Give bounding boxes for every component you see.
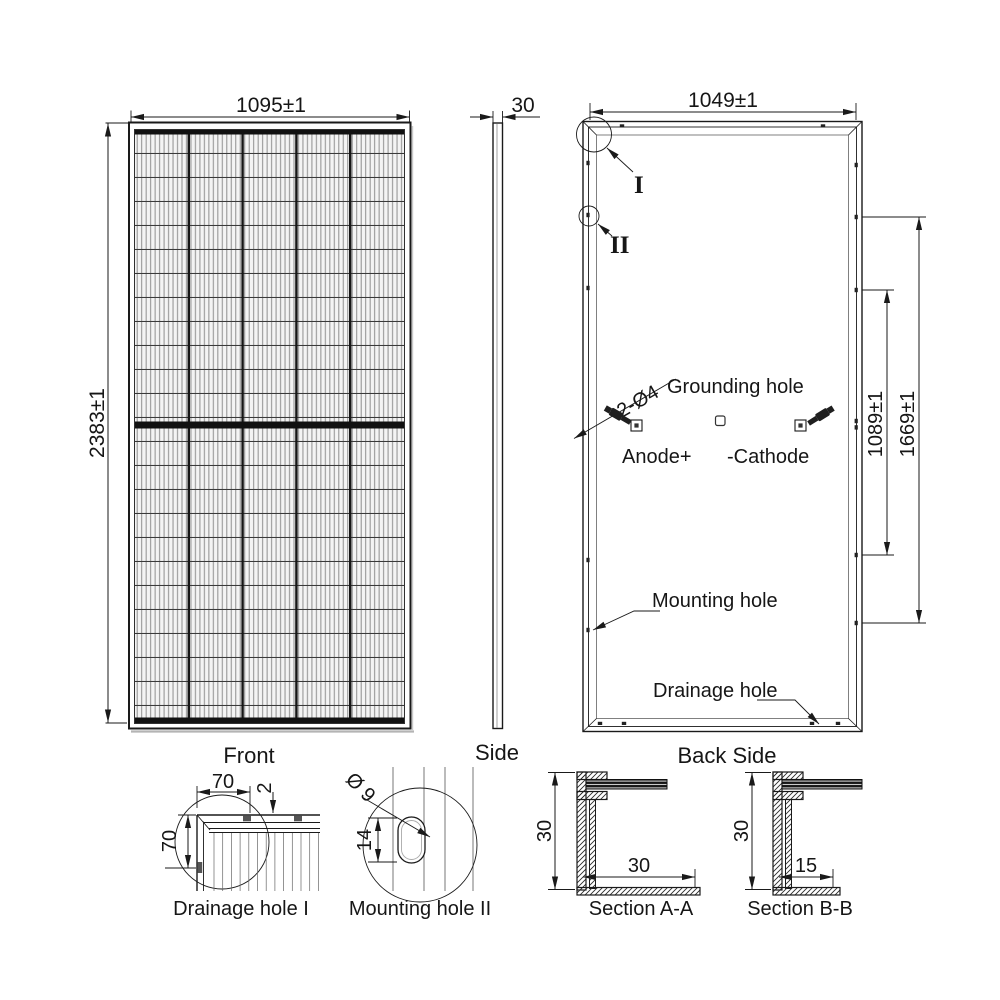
back-caption: Back Side: [677, 743, 776, 768]
dim-30-flange: 30: [628, 855, 650, 877]
mounting-span-inner-dimension: 1089±1: [862, 289, 894, 556]
back-frame-mid: [588, 126, 857, 727]
drainage-slot: [243, 815, 251, 822]
back-view: 1049±1 1089±1 1669±1 I II: [573, 89, 926, 768]
bottom-busbar-band: [135, 717, 404, 723]
side-profile: [492, 122, 504, 730]
section-dimensions: 30 15: [731, 772, 834, 890]
frame-section-profile: [772, 771, 841, 896]
back-frame-inner: [596, 134, 849, 719]
frame-corner: [196, 814, 320, 891]
dim-15-flange: 15: [795, 855, 817, 877]
side-thickness-dimension: 30: [470, 94, 540, 123]
mounting-hole-detail: Ø 9 14 Mounting hole II: [341, 767, 491, 920]
section-aa-caption: Section A-A: [589, 898, 694, 920]
detail-dimensions: 70 2 70: [159, 771, 277, 869]
drainage-hole-label: Drainage hole: [653, 680, 778, 702]
back-frame-outer: [582, 120, 863, 733]
cathode-connector-icon: [807, 405, 835, 426]
span-inner-value: 1089±1: [865, 391, 887, 458]
dim-2-gap: 2: [254, 782, 276, 793]
frame-section-profile: [576, 771, 701, 896]
section-bb: 30 15 Section B-B: [731, 771, 863, 920]
front-frame: [128, 121, 412, 730]
section-bb-caption: Section B-B: [747, 898, 853, 920]
grounding-hole-label: Grounding hole: [667, 376, 804, 398]
anode-label: Anode+: [622, 446, 692, 468]
detail-circle-ii: II: [578, 205, 629, 259]
junction-box-icon: [714, 415, 726, 427]
dim-dia-9: Ø 9: [341, 769, 379, 807]
dim-70-left: 70: [159, 830, 181, 852]
mounting-hole-label: Mounting hole: [652, 590, 778, 612]
span-outer-value: 1669±1: [897, 391, 919, 458]
front-height-dimension: 2383±1: [86, 122, 130, 724]
side-view: 30 Side: [470, 94, 540, 765]
detail-circle-i: I: [576, 116, 644, 199]
mounting-hole-callout: Mounting hole: [592, 590, 778, 631]
side-caption: Side: [475, 740, 519, 765]
front-view: 1095±1 2383±1 Front: [86, 94, 414, 768]
anode-connector-icon: [603, 405, 632, 425]
mounting-span-outer-dimension: 1669±1: [862, 216, 926, 624]
detail-marker-ii: II: [610, 232, 629, 259]
glass-laminate: [781, 779, 863, 790]
drainage-slot: [294, 815, 302, 822]
back-width-value: 1049±1: [688, 89, 758, 112]
drainage-slot-side: [197, 862, 203, 873]
cathode-label: -Cathode: [727, 446, 809, 468]
grounding-holes: [630, 419, 807, 432]
side-thickness-value: 30: [511, 94, 534, 117]
dim-30-height: 30: [731, 820, 753, 842]
glass-laminate: [585, 779, 668, 790]
top-busbar-band: [135, 130, 404, 135]
front-height-value: 2383±1: [86, 388, 109, 458]
dim-30-height: 30: [534, 820, 556, 842]
front-width-dimension: 1095±1: [130, 94, 410, 122]
drainage-detail-caption: Drainage hole I: [173, 898, 309, 920]
drainage-hole-callout: Drainage hole: [653, 680, 820, 725]
corner-bevels: [582, 121, 863, 732]
mounting-slot: [397, 816, 426, 864]
section-aa: 30 30 Section A-A: [534, 771, 701, 920]
dim-70-top: 70: [212, 771, 234, 793]
front-width-value: 1095±1: [236, 94, 306, 117]
section-dimensions: 30 30: [534, 772, 696, 890]
center-busbar-band: [135, 421, 404, 429]
detail-marker-i: I: [634, 172, 644, 199]
mounting-detail-caption: Mounting hole II: [349, 898, 491, 920]
detail-circle: [174, 794, 270, 890]
drainage-hole-detail: 70 2 70 Drainage hole I: [159, 771, 320, 920]
detail-circle: [362, 787, 478, 903]
dim-14: 14: [354, 829, 376, 851]
back-width-dimension: 1049±1: [589, 89, 857, 120]
front-caption: Front: [223, 743, 274, 768]
